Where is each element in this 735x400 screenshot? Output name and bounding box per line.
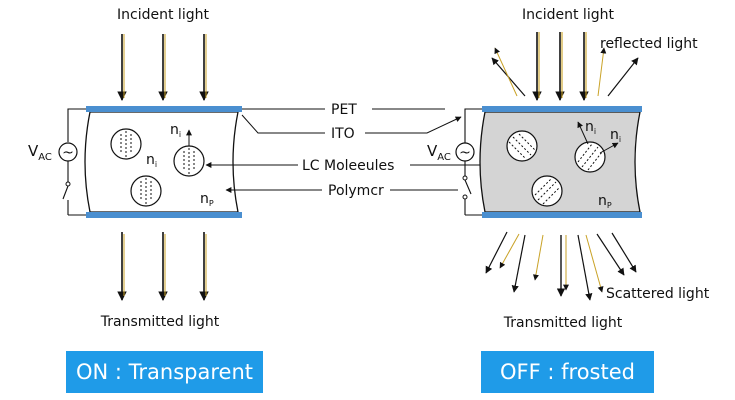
switch-icon: [464, 179, 472, 195]
off-lc-droplet: [574, 141, 606, 173]
on-cell-body: [84, 111, 239, 213]
switch-icon: [62, 185, 69, 200]
on-lc-droplet: [173, 145, 205, 177]
ito-label: ITO: [331, 126, 355, 142]
pet-label: PET: [331, 102, 357, 118]
off-ni-arrow-upper: [577, 121, 589, 145]
on-top-electrode: [86, 106, 242, 112]
on-bottom-electrode: [86, 212, 242, 218]
off-frosted-badge: OFF : frosted: [481, 351, 654, 393]
ito-leader-right: [365, 116, 462, 134]
ac-tilde: ~: [459, 145, 471, 161]
off-state-panel: Incident light reflected light: [427, 7, 710, 331]
on-transmitted-rays: [117, 232, 209, 301]
lc-molecules-label: LC Moleeules: [302, 158, 394, 174]
off-voltage-label: VAC: [427, 142, 451, 163]
callouts: PET ITO LC Moleeules Polymcr: [205, 102, 519, 199]
on-voltage-label: VAC: [28, 142, 52, 163]
on-incident-light-label: Incident light: [117, 7, 209, 23]
off-lc-droplet: [506, 130, 538, 162]
reflected-light-label: reflected light: [600, 36, 698, 52]
on-ac-circuit: ~: [58, 108, 86, 216]
off-np-label: nP: [598, 193, 612, 210]
on-transmitted-light-label: Transmitted light: [100, 314, 220, 330]
off-lc-droplet: [531, 175, 563, 207]
off-scattered-rays: [485, 231, 637, 301]
off-ni-label-right: ni: [610, 127, 621, 144]
off-ac-circuit: ~: [455, 108, 482, 216]
on-lc-droplet: [130, 175, 162, 207]
off-transmitted-light-label: Transmitted light: [503, 315, 623, 331]
off-reflected-rays: [491, 47, 639, 97]
off-ni-label-upper: ni: [585, 119, 596, 136]
off-ni-arrow-right: [599, 142, 619, 154]
off-incident-rays: [532, 32, 589, 101]
scattered-light-label: Scattered light: [606, 286, 710, 302]
on-transparent-badge: ON : Transparent: [66, 351, 263, 393]
on-lc-droplet: [110, 128, 142, 160]
on-ni-label-lower: ni: [146, 152, 157, 169]
ac-tilde: ~: [62, 145, 74, 161]
ito-leader-left: [241, 114, 325, 134]
off-top-electrode: [482, 106, 642, 112]
on-incident-rays: [117, 34, 209, 101]
off-bottom-electrode: [482, 212, 642, 218]
on-np-label: nP: [200, 191, 214, 208]
polymer-label: Polymcr: [328, 183, 384, 199]
off-incident-light-label: Incident light: [522, 7, 614, 23]
on-ni-label-upper: ni: [170, 122, 181, 139]
on-state-panel: Incident light: [28, 7, 242, 330]
